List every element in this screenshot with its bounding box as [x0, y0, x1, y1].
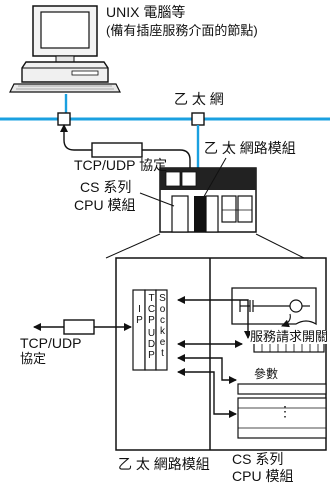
tcpudp-left-label: TCP/UDP [20, 335, 82, 351]
service-request-label: 服務請求開關 [250, 329, 329, 345]
socket-to-cpu-arrows [177, 296, 252, 418]
params-row [237, 383, 327, 395]
cs-series-top-label: CS 系列 [80, 179, 132, 195]
ip-column-label: IP [134, 304, 145, 326]
data-memory-block [237, 397, 327, 439]
tcpudp-left-label-2: 協定 [20, 351, 47, 366]
tcpudp-pipe-top [60, 124, 194, 191]
plc-rack [159, 167, 257, 233]
cs-series-bottom-label: CS 系列 [232, 451, 284, 467]
tcpudp-top-label: TCP/UDP 協定 [74, 157, 168, 173]
ethernet-unit-top-label: 乙 太 網路模組 [204, 140, 296, 156]
computer-icon [9, 5, 121, 93]
ladder-program-sheet [231, 287, 317, 328]
leader-cpu-unit [139, 192, 175, 207]
udp-column-label: UDP [146, 328, 157, 361]
plc-tap-box [191, 112, 205, 126]
host-title: UNIX 電腦等 [106, 4, 186, 20]
more-dots: ⋮ [278, 403, 292, 419]
cpu-module-top-label: CPU 模組 [74, 197, 136, 213]
params-label: 參數 [254, 367, 279, 381]
ethernet-label: 乙 太 網 [174, 91, 224, 107]
cpu-module-bottom-label: CPU 模組 [232, 468, 294, 484]
ethernet-unit-bottom-label: 乙 太 網路模組 [118, 456, 210, 472]
socket-column-label: Socket [157, 293, 168, 359]
tcp-udp-column-label: TCP [146, 293, 157, 326]
zoom-line-left [105, 233, 161, 259]
tcpudp-pipe-left [33, 319, 132, 335]
host-subtitle: (備有插座服務介面的節點) [106, 23, 258, 38]
protocol-stack [132, 289, 168, 371]
zoom-line-right [255, 233, 305, 259]
host-tap-box [57, 112, 71, 126]
leader-ethernet-unit [201, 157, 227, 201]
